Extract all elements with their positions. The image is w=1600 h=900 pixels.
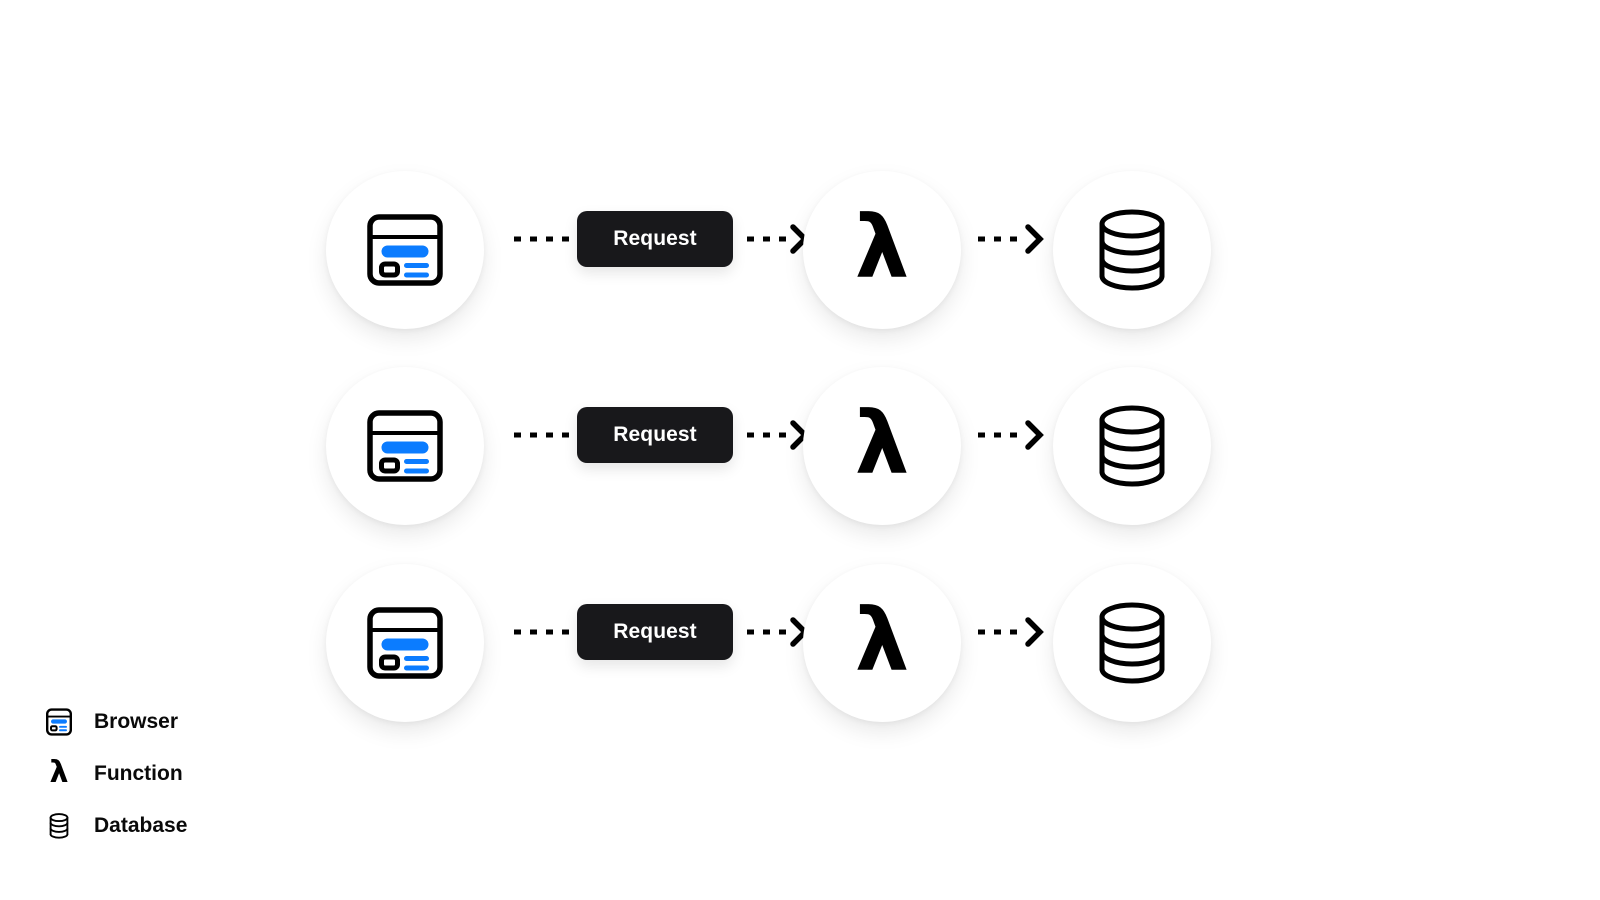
- browser-node[interactable]: [326, 367, 484, 525]
- flow-row: Request λ: [0, 171, 1600, 371]
- legend-item-database: Database: [44, 806, 364, 846]
- database-cylinder-icon: [1089, 597, 1175, 689]
- request-badge-label: Request: [613, 423, 697, 446]
- browser-window-icon: [362, 600, 448, 686]
- database-cylinder-icon: [1089, 400, 1175, 492]
- database-cylinder-icon: [44, 810, 74, 842]
- lambda-icon: λ: [854, 198, 910, 298]
- browser-window-icon: [362, 207, 448, 293]
- function-node[interactable]: λ: [803, 171, 961, 329]
- request-badge[interactable]: Request: [577, 604, 733, 660]
- request-badge-label: Request: [613, 227, 697, 250]
- connector-function-to-database: [958, 419, 1054, 451]
- lambda-icon: λ: [854, 591, 910, 691]
- browser-window-icon: [362, 403, 448, 489]
- browser-window-icon: [44, 706, 74, 738]
- legend-item-function: λ Function: [44, 754, 364, 794]
- request-badge[interactable]: Request: [577, 407, 733, 463]
- legend-label: Function: [94, 762, 183, 785]
- connector-browser-to-request: [508, 616, 586, 648]
- legend: Browser λ Function Database: [44, 702, 364, 858]
- legend-item-browser: Browser: [44, 702, 364, 742]
- connector-browser-to-request: [508, 223, 586, 255]
- database-node[interactable]: [1053, 564, 1211, 722]
- lambda-icon: λ: [44, 758, 74, 790]
- lambda-icon: λ: [854, 394, 910, 494]
- function-node[interactable]: λ: [803, 367, 961, 525]
- database-node[interactable]: [1053, 171, 1211, 329]
- lambda-glyph: λ: [49, 755, 69, 790]
- database-cylinder-icon: [1089, 204, 1175, 296]
- flow-row: Request λ: [0, 564, 1600, 764]
- database-node[interactable]: [1053, 367, 1211, 525]
- connector-function-to-database: [958, 616, 1054, 648]
- legend-label: Browser: [94, 710, 179, 733]
- request-badge-label: Request: [613, 620, 697, 643]
- browser-node[interactable]: [326, 564, 484, 722]
- connector-browser-to-request: [508, 419, 586, 451]
- request-badge[interactable]: Request: [577, 211, 733, 267]
- flow-row: Request λ: [0, 367, 1600, 567]
- connector-function-to-database: [958, 223, 1054, 255]
- browser-node[interactable]: [326, 171, 484, 329]
- function-node[interactable]: λ: [803, 564, 961, 722]
- legend-label: Database: [94, 814, 188, 837]
